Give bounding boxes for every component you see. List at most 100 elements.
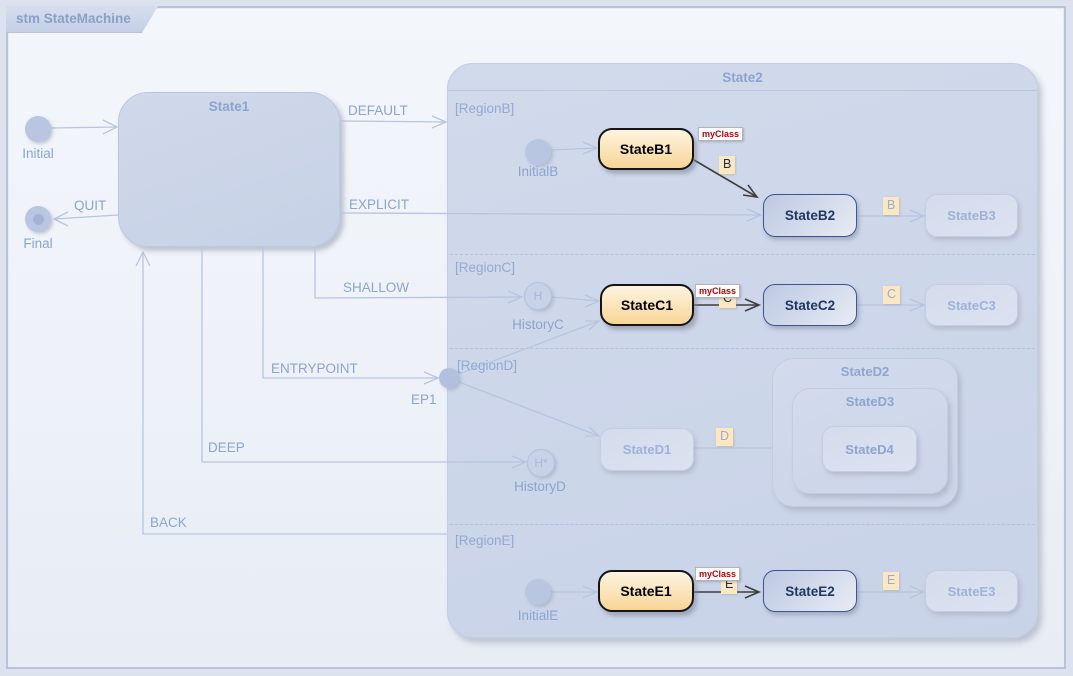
transition-deep-line <box>201 247 526 463</box>
statee1-stereotype: myClass <box>695 567 741 582</box>
region-separator-de <box>450 524 1035 525</box>
state-statec3[interactable]: StateC3 <box>925 284 1018 326</box>
transition-statec1-statec2-arrow <box>744 298 762 312</box>
transition-statee2-statee3-arrow <box>909 585 926 599</box>
state-statec1[interactable]: StateC1 <box>600 284 694 326</box>
transition-default-arrow <box>431 115 448 129</box>
region-e-label: [RegionE] <box>455 533 515 548</box>
initial-label: Initial <box>22 146 54 161</box>
transition-initial-state1-arrow <box>102 119 119 135</box>
transition-ep1-stated1-arrow <box>585 426 601 437</box>
transition-quit-arrow <box>52 211 69 227</box>
historyc-label: HistoryC <box>512 317 564 332</box>
state-stateb2[interactable]: StateB2 <box>763 194 857 237</box>
statec2-title: StateC2 <box>784 297 836 313</box>
trigger-e2-badge: E <box>883 572 900 590</box>
statec1-title: StateC1 <box>620 297 674 313</box>
trigger-c2-badge: C <box>883 286 901 304</box>
historyd-glyph: H* <box>534 456 548 470</box>
transition-shallow-arrow <box>507 290 524 304</box>
historyc-node[interactable]: H <box>524 282 552 310</box>
transition-explicit-line <box>340 212 762 216</box>
transition-back-arrow <box>135 250 151 267</box>
transition-initialb-stateb1-arrow <box>582 141 599 155</box>
initiale-label: InitialE <box>517 608 559 623</box>
transition-entrypoint-arrow <box>423 371 440 385</box>
transition-explicit-label: EXPLICIT <box>349 197 410 212</box>
initial-node[interactable] <box>25 116 51 142</box>
statee1-title: StateE1 <box>620 583 672 599</box>
historyc-glyph: H <box>533 289 543 303</box>
transition-initial-state1-line <box>50 126 118 129</box>
stateb1-stereotype: myClass <box>698 127 744 142</box>
state-state2[interactable]: State2 <box>447 63 1038 638</box>
transition-statec2-statec3-arrow <box>909 298 926 312</box>
stated4-title: StateD4 <box>845 441 894 457</box>
final-node[interactable] <box>25 206 51 232</box>
region-d-label: [RegionD] <box>457 358 518 373</box>
transition-explicit-arrow <box>746 208 763 222</box>
initiale-node[interactable] <box>525 579 551 605</box>
transition-back-label: BACK <box>150 515 187 530</box>
transition-historyc-statec1-line <box>551 296 600 302</box>
transition-stateb1-stateb2-line <box>693 159 758 198</box>
transition-quit-label: QUIT <box>74 198 107 213</box>
transition-deep-arrow <box>511 455 528 469</box>
state-statee1[interactable]: StateE1 <box>598 570 694 612</box>
transition-entrypoint-line <box>262 247 438 379</box>
statee2-title: StateE2 <box>785 583 835 599</box>
state-stated1[interactable]: StateD1 <box>600 428 694 471</box>
transition-stateb2-stateb3-arrow <box>909 209 926 223</box>
statec3-title: StateC3 <box>947 297 996 313</box>
final-label: Final <box>23 236 53 251</box>
statec1-stereotype: myClass <box>695 284 741 299</box>
initialb-node[interactable] <box>525 139 551 165</box>
transition-stateb1-stateb2-arrow <box>742 184 759 199</box>
region-separator-cd <box>450 348 1035 349</box>
transition-historyc-statec1-arrow <box>584 294 601 308</box>
final-node-dot <box>32 213 44 225</box>
transition-quit-line <box>53 214 119 220</box>
stated2-title: StateD2 <box>840 364 890 379</box>
transition-ep1-stated1-line <box>458 381 600 437</box>
transition-entrypoint-label: ENTRYPOINT <box>271 361 358 376</box>
trigger-d-badge: D <box>716 428 734 446</box>
stateb3-title: StateB3 <box>947 208 996 223</box>
state1-title: State1 <box>208 99 250 114</box>
state-statec2[interactable]: StateC2 <box>763 284 857 326</box>
historyd-label: HistoryD <box>514 479 566 494</box>
state-statee3[interactable]: StateE3 <box>925 570 1018 612</box>
state-stateb3[interactable]: StateB3 <box>925 194 1018 237</box>
state-stated4[interactable]: StateD4 <box>822 426 917 472</box>
region-b-label: [RegionB] <box>455 101 515 116</box>
transition-back-line <box>142 252 447 535</box>
transition-shallow-line <box>314 247 523 299</box>
historyd-node[interactable]: H* <box>527 449 555 477</box>
region-separator-bc <box>450 254 1035 255</box>
diagram-title: stm StateMachine <box>16 11 131 26</box>
transition-statee1-statee2-arrow <box>744 585 762 599</box>
state-state1[interactable]: State1 <box>118 92 340 247</box>
state-stateb1[interactable]: StateB1 <box>598 128 694 170</box>
stated1-title: StateD1 <box>622 442 672 457</box>
ep1-node[interactable] <box>439 368 459 388</box>
transition-default-label: DEFAULT <box>348 103 408 118</box>
transition-initiale-statee1-arrow <box>582 585 599 599</box>
stated3-title: StateD3 <box>845 394 895 409</box>
transition-deep-label: DEEP <box>208 440 245 455</box>
stateb2-title: StateB2 <box>784 208 836 223</box>
transition-default-line <box>340 120 447 123</box>
stateb1-title: StateB1 <box>619 141 673 157</box>
transition-shallow-label: SHALLOW <box>343 280 410 295</box>
state-statee2[interactable]: StateE2 <box>763 570 857 612</box>
statee3-title: StateE3 <box>947 583 996 599</box>
diagram-frame-tab: stm StateMachine <box>6 6 158 33</box>
state2-header: State2 <box>448 64 1037 91</box>
state2-title: State2 <box>722 70 763 85</box>
initialb-label: InitialB <box>517 164 559 179</box>
transition-ep1-statec1-arrow <box>585 320 601 331</box>
ep1-label: EP1 <box>411 392 437 407</box>
transition-initialb-stateb1-line <box>550 147 598 151</box>
